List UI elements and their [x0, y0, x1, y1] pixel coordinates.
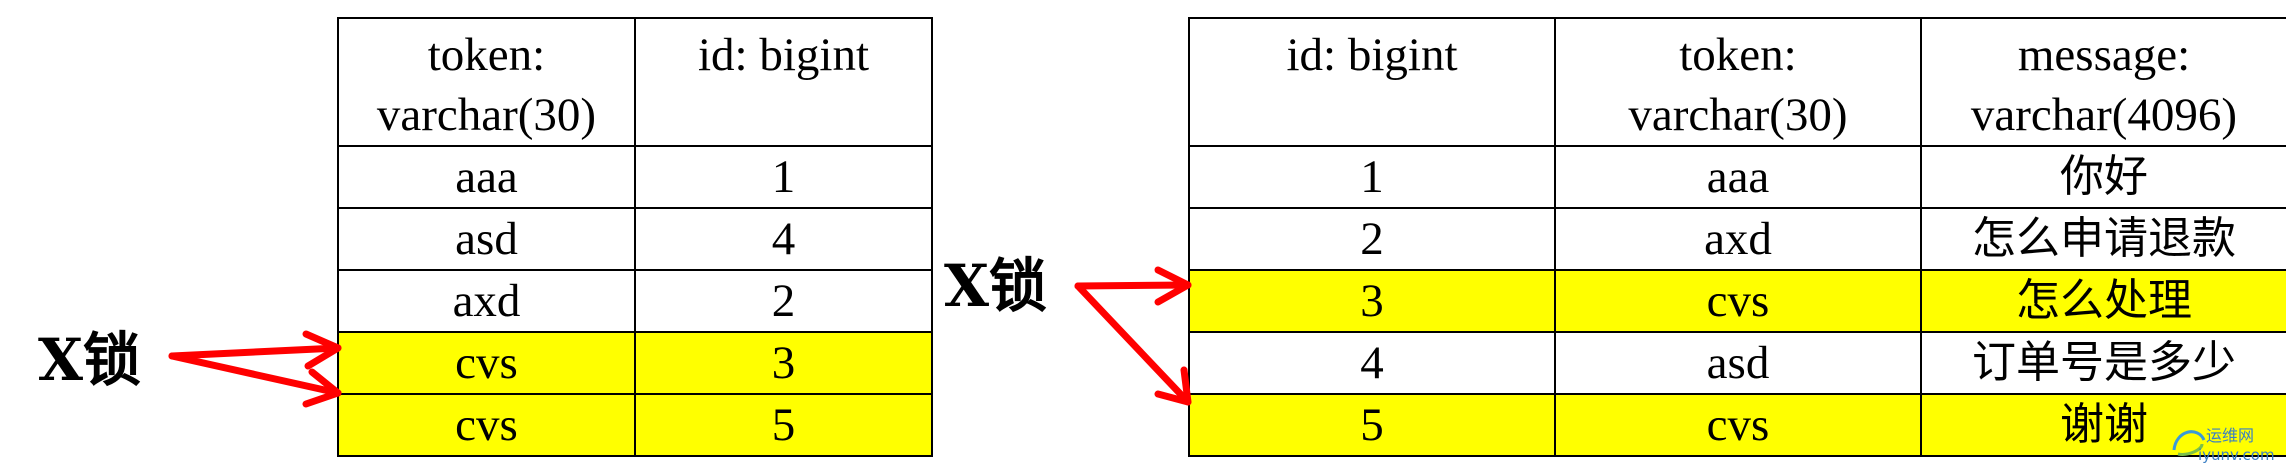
arrow-right-to-row-5 — [1074, 282, 1192, 406]
header-line: varchar(30) — [1628, 89, 1848, 141]
header-row: token: varchar(30) id: bigint — [337, 17, 933, 147]
primary-key-table: id: bigint token: varchar(30) message: v… — [1188, 17, 2286, 457]
header-line: message: — [2017, 29, 2191, 81]
table-cell: 3 — [1188, 269, 1556, 333]
table-cell: cvs — [1554, 269, 1922, 333]
header-line: id: bigint — [1286, 29, 1458, 81]
header-cell: token: varchar(30) — [1554, 17, 1922, 147]
table-row: 1 aaa 你好 — [1188, 145, 2286, 209]
table-cell: cvs — [337, 331, 636, 395]
header-line: token: — [427, 29, 546, 81]
table-cell: 怎么申请退款 — [1920, 207, 2286, 271]
table-cell: 1 — [1188, 145, 1556, 209]
locked-row: cvs 3 — [337, 331, 933, 395]
table-cell: aaa — [337, 145, 636, 209]
table-cell: aaa — [1554, 145, 1922, 209]
table-cell: 5 — [634, 393, 933, 457]
header-cell: token: varchar(30) — [337, 17, 636, 147]
watermark-text-domain: iyunv.com — [2198, 446, 2275, 464]
table-cell: 2 — [634, 269, 933, 333]
locked-row: cvs 5 — [337, 393, 933, 457]
watermark-logo: 运维网 iyunv.com — [2168, 416, 2286, 468]
header-cell: id: bigint — [634, 17, 933, 147]
header-row: id: bigint token: varchar(30) message: v… — [1188, 17, 2286, 147]
x-lock-label-right: X锁 — [944, 252, 1048, 320]
table-row: 4 asd 订单号是多少 — [1188, 331, 2286, 395]
table-cell: 怎么处理 — [1920, 269, 2286, 333]
table-cell: 1 — [634, 145, 933, 209]
locked-row: 3 cvs 怎么处理 — [1188, 269, 2286, 333]
table-cell: 3 — [634, 331, 933, 395]
secondary-index-table: token: varchar(30) id: bigint aaa 1 asd … — [337, 17, 933, 457]
table-cell: cvs — [337, 393, 636, 457]
table-cell: 2 — [1188, 207, 1556, 271]
table-row: axd 2 — [337, 269, 933, 333]
swirl-icon — [2172, 430, 2206, 456]
x-lock-label-left: X锁 — [38, 326, 142, 394]
table-cell: asd — [1554, 331, 1922, 395]
table-row: 2 axd 怎么申请退款 — [1188, 207, 2286, 271]
watermark-text-cn: 运维网 — [2206, 426, 2255, 445]
table-cell: 4 — [634, 207, 933, 271]
table-cell: 你好 — [1920, 145, 2286, 209]
header-cell: message: varchar(4096) — [1920, 17, 2286, 147]
header-line: varchar(30) — [376, 89, 597, 141]
locked-row: 5 cvs 谢谢 — [1188, 393, 2286, 457]
header-line: token: — [1679, 29, 1797, 81]
table-cell: 谢谢 — [1920, 393, 2286, 457]
header-line: varchar(4096) — [1970, 89, 2238, 141]
arrow-right-to-row-3 — [1074, 266, 1192, 306]
arrow-left-to-row-3 — [168, 330, 342, 370]
table-row: aaa 1 — [337, 145, 933, 209]
table-row: asd 4 — [337, 207, 933, 271]
table-cell: 订单号是多少 — [1920, 331, 2286, 395]
arrow-left-to-row-5 — [168, 352, 342, 408]
table-cell: cvs — [1554, 393, 1922, 457]
table-cell: axd — [1554, 207, 1922, 271]
header-cell: id: bigint — [1188, 17, 1556, 147]
header-line: id: bigint — [697, 29, 870, 81]
table-cell: 5 — [1188, 393, 1556, 457]
table-cell: asd — [337, 207, 636, 271]
table-cell: 4 — [1188, 331, 1556, 395]
table-cell: axd — [337, 269, 636, 333]
